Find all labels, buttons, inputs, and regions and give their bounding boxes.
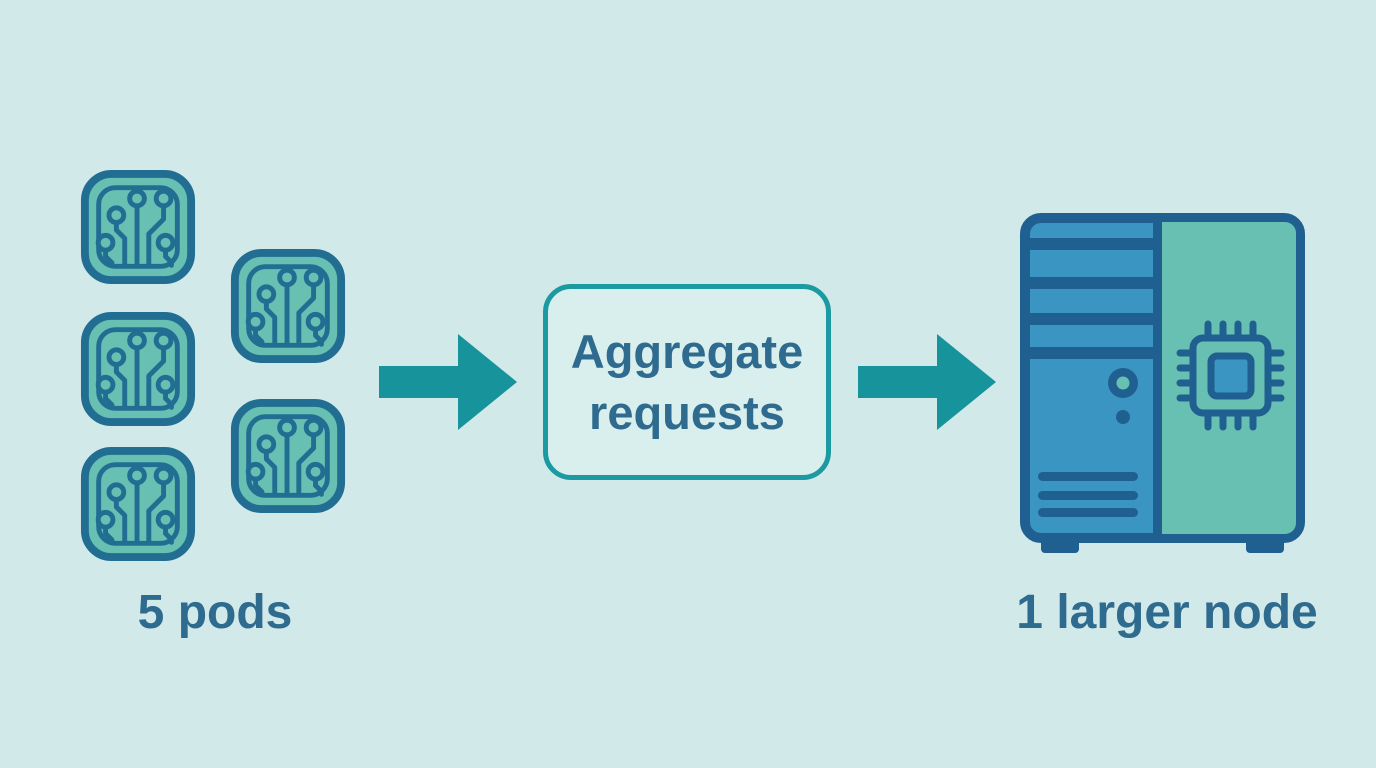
server-tower-icon: [1020, 213, 1305, 555]
circuit-pod-icon: [79, 310, 197, 428]
circuit-pod-icon: [79, 445, 197, 563]
pods-caption: 5 pods: [137, 586, 293, 639]
chip-icon: [1176, 320, 1285, 431]
aggregate-requests-label: Aggregate requests: [570, 324, 804, 439]
right-arrow-icon: [858, 333, 997, 431]
right-arrow-icon: [379, 333, 518, 431]
vent-grille: [1038, 472, 1138, 517]
pod-icon: [79, 445, 197, 563]
pod-icon: [229, 247, 347, 365]
pod-icon: [79, 168, 197, 286]
pod-icon: [229, 397, 347, 515]
circuit-pod-icon: [229, 247, 347, 365]
aggregate-requests-box: Aggregate requests: [543, 284, 831, 480]
power-button: [1108, 368, 1138, 424]
node-caption: 1 larger node: [1016, 586, 1318, 639]
drive-bays: [1029, 238, 1153, 359]
server-panel-divider: [1153, 222, 1162, 534]
circuit-pod-icon: [229, 397, 347, 515]
pod-icon: [79, 310, 197, 428]
circuit-pod-icon: [79, 168, 197, 286]
